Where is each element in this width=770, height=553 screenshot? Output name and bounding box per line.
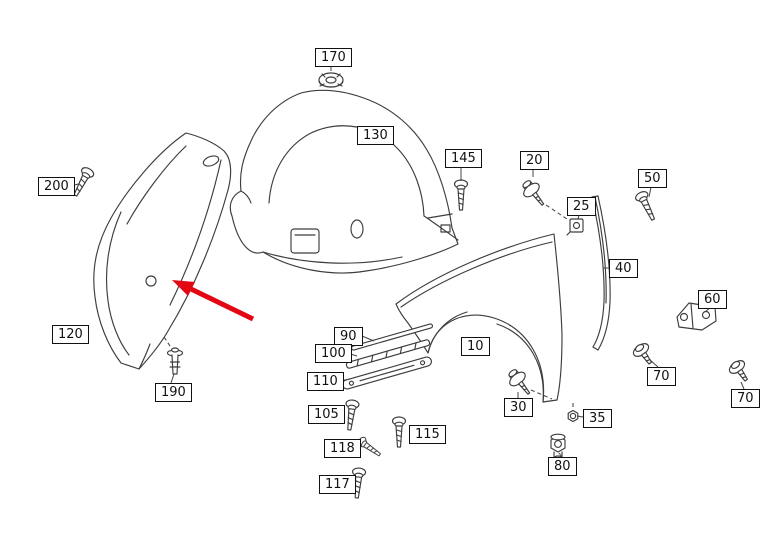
clip-25-drawing	[566, 218, 584, 236]
wheel-arch-liner-front-drawing	[93, 132, 232, 370]
liner-mounting-hole	[145, 275, 157, 287]
bolt-30-drawing	[503, 365, 537, 400]
bracket-drawing	[676, 302, 717, 331]
part-label-60[interactable]: 60	[698, 290, 727, 309]
part-label-35[interactable]: 35	[583, 409, 612, 428]
part-label-117[interactable]: 117	[319, 475, 356, 494]
part-label-50[interactable]: 50	[638, 169, 667, 188]
part-label-70-right[interactable]: 70	[731, 389, 760, 408]
screw-105-drawing	[342, 398, 360, 432]
part-label-145[interactable]: 145	[445, 149, 482, 168]
seal-strip-100-drawing	[345, 339, 431, 369]
part-label-30[interactable]: 30	[504, 398, 533, 417]
nut-35-drawing	[567, 409, 579, 423]
part-label-118[interactable]: 118	[324, 439, 361, 458]
trim-strip-drawing	[591, 195, 611, 351]
part-label-10[interactable]: 10	[461, 337, 490, 356]
part-label-25[interactable]: 25	[567, 197, 596, 216]
part-label-200[interactable]: 200	[38, 177, 75, 196]
screw-70-right-drawing	[726, 357, 754, 386]
screw-70-left-drawing	[630, 340, 658, 369]
part-label-100[interactable]: 100	[315, 344, 352, 363]
part-label-105[interactable]: 105	[308, 405, 345, 424]
part-label-120[interactable]: 120	[52, 325, 89, 344]
part-label-130[interactable]: 130	[357, 126, 394, 145]
part-label-110[interactable]: 110	[307, 372, 344, 391]
assembly-dashed-lines	[163, 204, 574, 410]
screw-115-drawing	[391, 416, 407, 448]
plastic-nut-drawing	[318, 72, 344, 88]
part-label-40[interactable]: 40	[609, 259, 638, 278]
part-label-90[interactable]: 90	[334, 327, 363, 346]
screw-50-drawing	[633, 189, 660, 224]
screw-145-drawing	[453, 179, 469, 211]
part-label-190[interactable]: 190	[155, 383, 192, 402]
bolt-20-drawing	[517, 176, 551, 211]
part-label-170[interactable]: 170	[315, 48, 352, 67]
part-label-80[interactable]: 80	[548, 457, 577, 476]
part-label-115[interactable]: 115	[409, 425, 446, 444]
part-label-70-left[interactable]: 70	[647, 367, 676, 386]
wheel-arch-liner-main-drawing	[229, 89, 459, 274]
pointer-arrow	[172, 280, 255, 322]
fender-drawing	[395, 233, 563, 403]
part-label-20[interactable]: 20	[520, 151, 549, 170]
rivet-190-drawing	[166, 347, 184, 375]
